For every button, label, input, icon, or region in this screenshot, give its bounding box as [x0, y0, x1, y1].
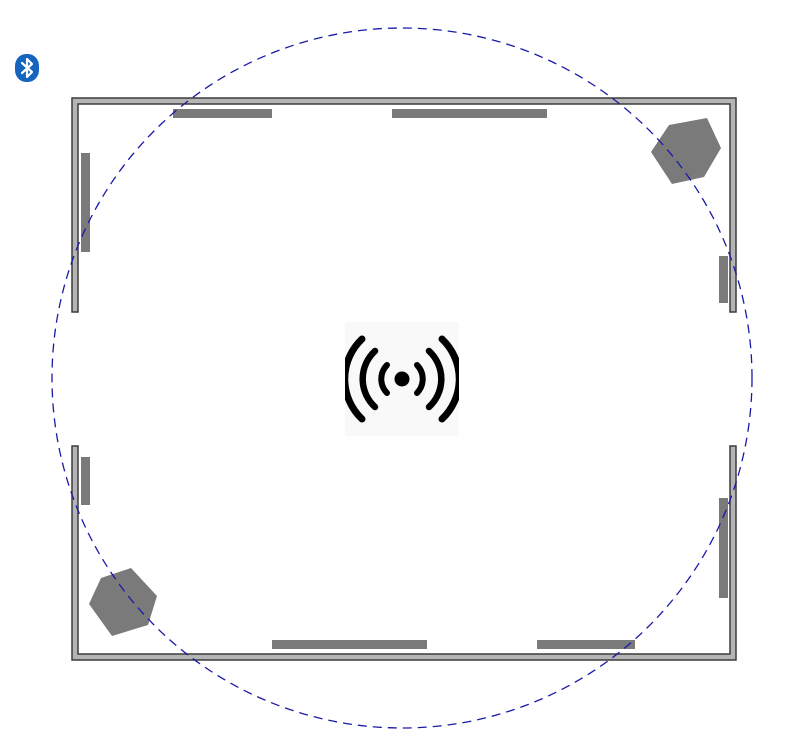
room-walls [71, 97, 737, 661]
coverage-range-circle [51, 27, 753, 729]
signal-arc-middle-left [359, 347, 379, 411]
top-shelf-right [392, 109, 547, 118]
signal-arc-middle-right [425, 347, 445, 411]
hexagon-top-right [651, 118, 721, 184]
furniture-group [81, 109, 728, 649]
signal-arc-inner-left [378, 362, 390, 396]
bluetooth-icon [15, 54, 39, 82]
beacon-core [394, 371, 410, 387]
wall-left-lower [71, 445, 737, 661]
signal-arc-outer-left [341, 335, 366, 423]
right-wall-panel-upper [719, 256, 728, 303]
wall-left-upper [71, 97, 737, 313]
right-wall-panel-lower [719, 498, 728, 598]
hexagon-bottom-left [89, 568, 157, 636]
bottom-shelf-right [537, 640, 635, 649]
beacon-marker [341, 322, 463, 436]
left-wall-panel-upper [81, 153, 90, 252]
broadcast-signal-icon [341, 322, 463, 436]
left-wall-panel-lower [81, 457, 90, 505]
top-shelf-left [173, 109, 272, 118]
bottom-shelf-left [272, 640, 427, 649]
signal-arc-inner-right [414, 362, 426, 396]
